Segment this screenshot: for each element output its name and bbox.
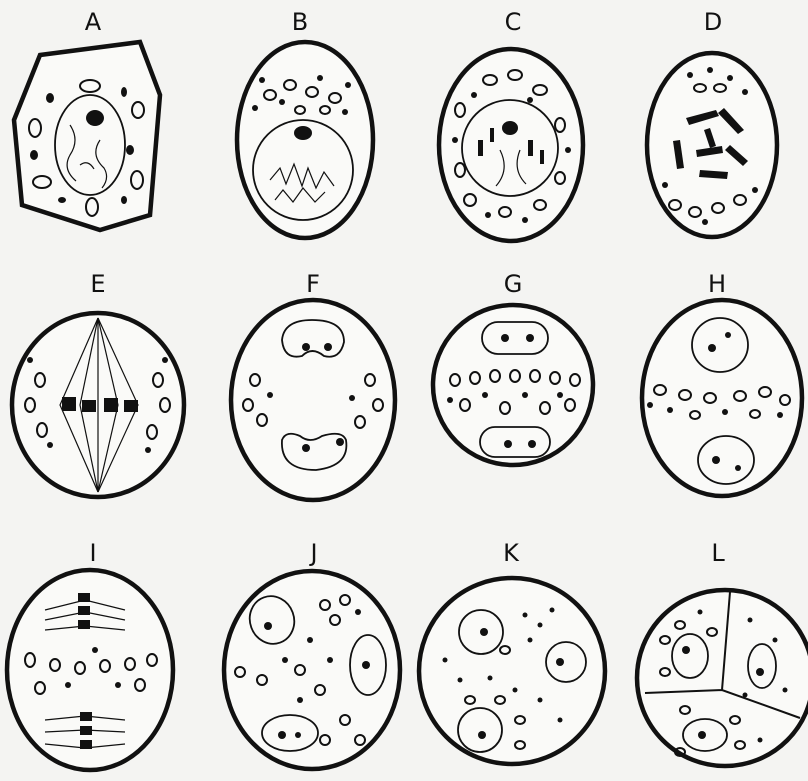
panel-label-b: B <box>292 8 308 36</box>
panel-label-a: A <box>85 8 102 36</box>
cell-wall-k <box>419 578 605 764</box>
cell-wall-b <box>237 42 373 238</box>
cell-g <box>433 305 593 465</box>
cell-wall-h <box>642 300 802 496</box>
panel-label-g: G <box>504 270 523 298</box>
nucleolus-b <box>294 126 312 140</box>
panel-label-c: C <box>505 8 522 36</box>
panel-label-j: J <box>308 539 317 567</box>
nucleolus-a <box>86 110 104 126</box>
cell-l <box>637 590 808 766</box>
panel-label-e: E <box>90 270 105 298</box>
cell-b <box>237 42 373 238</box>
cell-i <box>7 570 173 770</box>
panel-label-d: D <box>704 8 722 36</box>
cell-k <box>419 578 605 764</box>
panel-label-i: I <box>89 539 96 567</box>
cell-a <box>14 42 160 230</box>
panel-label-l: L <box>711 539 725 567</box>
cell-j <box>224 571 400 769</box>
panel-label-k: K <box>503 539 520 567</box>
panel-label-f: F <box>306 270 320 298</box>
cell-h <box>642 300 802 496</box>
nucleolus-c <box>502 121 518 135</box>
cell-wall-j <box>224 571 400 769</box>
cell-e <box>12 313 184 497</box>
cell-f <box>231 300 395 500</box>
panel-label-h: H <box>708 270 726 298</box>
cell-c <box>439 49 583 241</box>
cell-d <box>647 53 777 237</box>
